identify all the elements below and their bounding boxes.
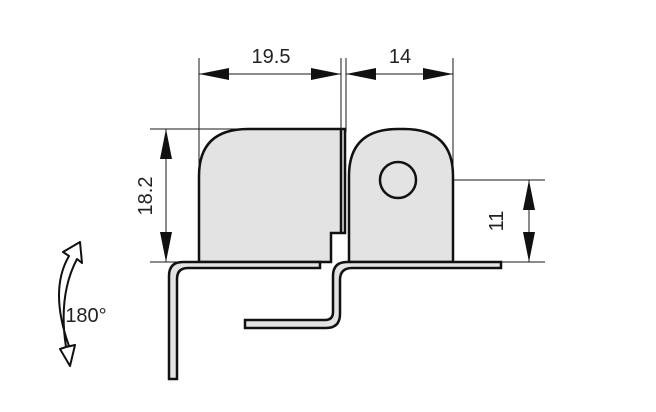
dimension-lines xyxy=(160,68,535,262)
rotation-label: 180° xyxy=(65,305,106,327)
pivot-hole xyxy=(378,160,418,200)
dimension-label-width-left: 19.5 xyxy=(252,46,291,68)
dimension-label-width-right: 14 xyxy=(389,46,411,68)
dimension-label-hole-height: 11 xyxy=(486,211,508,232)
mounting-plates xyxy=(167,260,503,381)
curved-double-arrow-icon xyxy=(58,241,83,367)
dimension-label-height: 18.2 xyxy=(135,177,157,216)
hinge-body xyxy=(197,127,455,264)
left-bent-plate xyxy=(167,260,322,381)
left-leaf xyxy=(197,127,347,264)
right-bent-plate xyxy=(243,260,503,330)
